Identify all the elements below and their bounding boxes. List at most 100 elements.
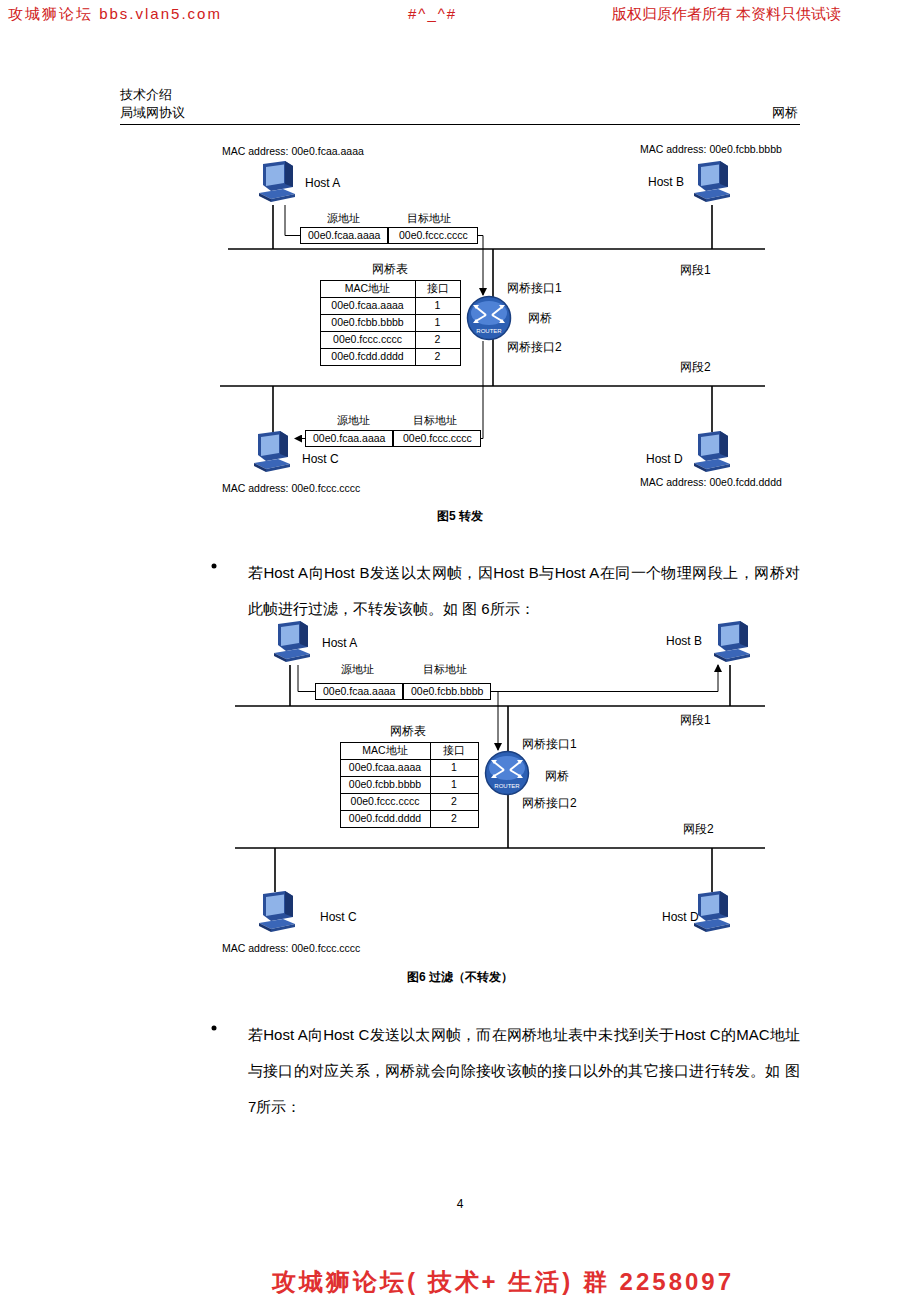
label: 00e0.fcdd.dddd bbox=[320, 350, 415, 363]
label: ROUTER bbox=[484, 783, 530, 790]
frame-field: 源地址00e0.fcaa.aaaa bbox=[300, 227, 388, 244]
drawing-part bbox=[711, 848, 713, 892]
drawing-part bbox=[321, 331, 461, 332]
watermark: 版权归原作者所有 本资料只供试读 bbox=[612, 5, 841, 23]
field-heading: 源地址 bbox=[341, 663, 374, 676]
computer-icon bbox=[690, 430, 735, 475]
network-wires bbox=[220, 205, 765, 892]
drawing-part bbox=[341, 759, 479, 760]
port-name: 网桥接口1 bbox=[522, 737, 577, 751]
drawing-part bbox=[341, 743, 479, 828]
mac-value: 00e0.fcaa.aaaa bbox=[313, 432, 385, 445]
bridge-icon bbox=[484, 750, 530, 796]
icon-shape bbox=[254, 431, 290, 472]
field-heading: 目标地址 bbox=[407, 212, 451, 225]
watermark: 攻城狮论坛 bbs.vlan5.com bbox=[8, 5, 222, 23]
host-name: Host B bbox=[666, 634, 702, 648]
field-heading: 目标地址 bbox=[423, 663, 467, 676]
label: 00e0.fcbb.bbbb bbox=[320, 316, 415, 329]
frame-field: 目标地址00e0.fccc.cccc bbox=[393, 430, 481, 447]
table-title: 网桥表 bbox=[372, 262, 408, 276]
bridge-icon bbox=[466, 295, 512, 341]
icon-shape bbox=[694, 161, 730, 202]
icon-shape bbox=[274, 621, 310, 662]
label: 网段2 bbox=[680, 360, 711, 374]
drawing-part bbox=[289, 665, 291, 706]
host-computer: Host C bbox=[255, 890, 300, 935]
label: MAC地址 bbox=[320, 282, 415, 295]
label: 2 bbox=[415, 350, 460, 363]
bridge-device: 网桥接口1网桥网桥接口2 bbox=[466, 295, 512, 341]
icon-shape bbox=[694, 891, 730, 932]
host-name: Host D bbox=[646, 452, 683, 466]
frame-path bbox=[295, 438, 305, 439]
drawing-part bbox=[212, 564, 217, 569]
mac-value: 00e0.fcbb.bbbb bbox=[411, 685, 483, 698]
mac-value: 00e0.fcaa.aaaa bbox=[308, 229, 380, 242]
label: ROUTER bbox=[466, 328, 512, 335]
caption: 4 bbox=[0, 1197, 920, 1211]
drawing-part bbox=[321, 297, 461, 298]
drawing-part bbox=[235, 847, 765, 849]
label: MAC address: 00e0.fcdd.dddd bbox=[640, 476, 782, 489]
host-computer: Host A bbox=[270, 620, 315, 665]
computer-icon bbox=[270, 620, 315, 665]
port-name: 网桥接口2 bbox=[522, 796, 577, 810]
body-text: 若Host A向Host C发送以太网帧，而在网桥地址表中未找到关于Host C… bbox=[248, 1017, 800, 1125]
label: 1 bbox=[430, 778, 478, 791]
bullet-dot bbox=[212, 564, 217, 1031]
drawing-part bbox=[711, 205, 713, 249]
computer-icon bbox=[710, 620, 755, 665]
label: 00e0.fccc.cccc bbox=[340, 795, 430, 808]
drawing-part bbox=[430, 743, 431, 828]
frame-field: 目标地址00e0.fcbb.bbbb bbox=[403, 683, 491, 700]
host-computer: Host B bbox=[690, 160, 735, 205]
label: 2 bbox=[430, 795, 478, 808]
host-name: Host C bbox=[320, 910, 357, 924]
drawing-part bbox=[341, 810, 479, 811]
mac-value: 00e0.fcaa.aaaa bbox=[323, 685, 395, 698]
label: MAC address: 00e0.fcaa.aaaa bbox=[222, 145, 364, 158]
icon-shape bbox=[694, 431, 730, 472]
label: 网段2 bbox=[683, 822, 714, 836]
host-computer: Host B bbox=[710, 620, 755, 665]
frame-field: 目标地址00e0.fccc.cccc bbox=[388, 227, 478, 244]
label: 接口 bbox=[430, 744, 478, 757]
label: 2 bbox=[430, 812, 478, 825]
mac-value: 00e0.fccc.cccc bbox=[403, 432, 472, 445]
drawing-part bbox=[341, 793, 479, 794]
drawing-part bbox=[228, 248, 765, 250]
label: 00e0.fcbb.bbbb bbox=[340, 778, 430, 791]
frame-field: 源地址00e0.fcaa.aaaa bbox=[305, 430, 393, 447]
icon-shape bbox=[259, 891, 295, 932]
label: 网段1 bbox=[680, 713, 711, 727]
label: 接口 bbox=[415, 282, 460, 295]
body-text: 若Host A向Host B发送以太网帧，因Host B与Host A在同一个物… bbox=[248, 555, 800, 627]
host-computer: Host D bbox=[690, 890, 735, 935]
drawing-part bbox=[272, 205, 274, 249]
label: 攻城狮论坛( 技术+ 生活) 群 2258097 bbox=[200, 1268, 806, 1297]
drawing-part bbox=[120, 124, 800, 125]
drawing-part bbox=[415, 281, 416, 366]
drawing-part bbox=[729, 665, 731, 706]
field-heading: 目标地址 bbox=[413, 414, 457, 427]
label: 1 bbox=[430, 761, 478, 774]
port-name: 网桥接口1 bbox=[507, 281, 562, 295]
drawing-part bbox=[321, 281, 461, 366]
label: 00e0.fcaa.aaaa bbox=[340, 761, 430, 774]
frame-path bbox=[478, 236, 483, 296]
host-computer: Host D bbox=[690, 430, 735, 475]
frame-path bbox=[481, 341, 483, 439]
host-name: Host B bbox=[648, 175, 684, 189]
port-name: 网桥接口2 bbox=[507, 340, 562, 354]
table-title: 网桥表 bbox=[390, 724, 426, 738]
label: 00e0.fcaa.aaaa bbox=[320, 299, 415, 312]
label: 1 bbox=[415, 316, 460, 329]
running-head: 网桥 bbox=[772, 105, 798, 121]
host-computer: Host A bbox=[255, 160, 300, 205]
frame-field: 源地址00e0.fcaa.aaaa bbox=[315, 683, 403, 700]
drawing-part bbox=[321, 348, 461, 349]
bridge-device: 网桥接口1网桥网桥接口2 bbox=[484, 750, 530, 796]
running-head: 局域网协议 bbox=[120, 105, 185, 121]
